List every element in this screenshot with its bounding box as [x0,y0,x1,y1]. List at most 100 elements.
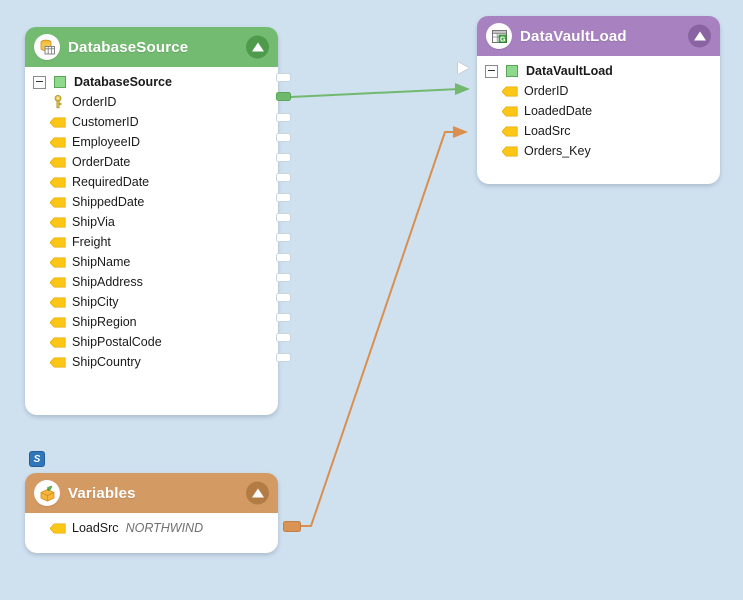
field-row-root[interactable]: DataVaultLoad [477,61,720,81]
node-database-source[interactable]: DatabaseSource DatabaseSource [25,27,278,415]
table-grid-icon: G [486,23,512,49]
field-tag-icon [501,105,518,117]
field-tag-icon [501,125,518,137]
root-node-icon [503,65,520,77]
field-row-loadsrc[interactable]: LoadSrc NORTHWIND [25,518,278,538]
field-row-shipname[interactable]: ShipName [25,252,278,272]
output-port-variables-loadsrc[interactable] [283,521,301,532]
collapse-toggle-icon[interactable] [485,64,498,78]
field-tag-icon [49,336,66,348]
node-body-database-source: DatabaseSource OrderID [25,67,278,372]
collapse-button-data-vault-load[interactable] [688,24,711,48]
output-port-orderid[interactable] [276,92,291,101]
field-row-shipvia[interactable]: ShipVia [25,212,278,232]
key-icon [49,95,66,109]
field-tag-icon [501,85,518,97]
field-row-root[interactable]: DatabaseSource [25,72,278,92]
variables-scope-badge: S [29,451,45,467]
node-data-vault-load[interactable]: G DataVaultLoad DataVaultLoad [477,16,720,184]
root-node-icon [51,76,68,88]
field-tag-icon [501,145,518,157]
output-port-shipaddress[interactable] [276,273,291,282]
field-row-employeeid[interactable]: EmployeeID [25,132,278,152]
field-tag-icon [49,116,66,128]
field-tag-icon [49,236,66,248]
field-label: OrderID [524,83,569,98]
output-port-employeeid[interactable] [276,133,291,142]
triangle-up-icon [693,31,706,41]
field-row-orderid[interactable]: OrderID [477,81,720,101]
field-row-orderid[interactable]: OrderID [25,92,278,112]
field-label: LoadSrc [524,123,571,138]
output-port-shipcountry[interactable] [276,353,291,362]
field-tag-icon [49,216,66,228]
field-label: Orders_Key [524,143,591,158]
output-port-shipcity[interactable] [276,293,291,302]
node-title-database-source: DatabaseSource [68,38,189,56]
field-label: EmployeeID [72,134,141,149]
field-row-shippostalcode[interactable]: ShipPostalCode [25,332,278,352]
output-port-root[interactable] [276,73,291,82]
connection-loadsrc-link [300,126,468,527]
node-title-data-vault-load: DataVaultLoad [520,27,627,45]
field-row-orders-key[interactable]: Orders_Key [477,141,720,161]
field-row-customerid[interactable]: CustomerID [25,112,278,132]
triangle-up-icon [251,488,264,498]
collapse-button-database-source[interactable] [246,35,269,59]
field-label: ShippedDate [72,194,145,209]
field-row-orderdate[interactable]: OrderDate [25,152,278,172]
field-row-shipaddress[interactable]: ShipAddress [25,272,278,292]
output-port-shipvia[interactable] [276,213,291,222]
output-port-freight[interactable] [276,233,291,242]
field-row-shipcountry[interactable]: ShipCountry [25,352,278,372]
input-arrow-root[interactable] [458,62,469,74]
field-label: DataVaultLoad [526,63,613,78]
field-label: Freight [72,234,111,249]
field-row-shipcity[interactable]: ShipCity [25,292,278,312]
output-port-requireddate[interactable] [276,173,291,182]
field-tag-icon [49,522,66,534]
output-port-shipname[interactable] [276,253,291,262]
field-tag-icon [49,356,66,368]
output-port-customerid[interactable] [276,113,291,122]
field-row-requireddate[interactable]: RequiredDate [25,172,278,192]
field-label: CustomerID [72,114,139,129]
field-label: LoadSrc [72,520,119,535]
field-tag-icon [49,136,66,148]
field-label: LoadedDate [524,103,593,118]
node-header-database-source[interactable]: DatabaseSource [25,27,278,67]
output-port-shippostalcode[interactable] [276,333,291,342]
field-label: ShipVia [72,214,115,229]
node-title-variables: Variables [68,484,136,502]
collapse-toggle-icon[interactable] [33,75,46,89]
field-row-freight[interactable]: Freight [25,232,278,252]
node-body-data-vault-load: DataVaultLoad OrderID LoadedDa [477,56,720,161]
output-port-orderdate[interactable] [276,153,291,162]
field-tag-icon [49,196,66,208]
field-label: ShipCity [72,294,119,309]
field-tag-icon [49,176,66,188]
field-tag-icon [49,156,66,168]
connection-orderid-link [290,83,470,98]
field-row-loadsrc[interactable]: LoadSrc [477,121,720,141]
field-tag-icon [49,256,66,268]
field-value: NORTHWIND [125,521,204,535]
field-row-shipregion[interactable]: ShipRegion [25,312,278,332]
output-port-shipregion[interactable] [276,313,291,322]
svg-text:G: G [500,36,506,43]
field-label: ShipRegion [72,314,137,329]
variable-box-sprout-icon [34,480,60,506]
node-header-data-vault-load[interactable]: G DataVaultLoad [477,16,720,56]
collapse-button-variables[interactable] [246,481,269,505]
field-row-loadeddate[interactable]: LoadedDate [477,101,720,121]
node-variables[interactable]: Variables LoadSrc NORTHWIND [25,473,278,553]
field-row-shippeddate[interactable]: ShippedDate [25,192,278,212]
output-port-shippeddate[interactable] [276,193,291,202]
field-label: DatabaseSource [74,74,172,89]
field-label: ShipPostalCode [72,334,162,349]
field-label: ShipAddress [72,274,143,289]
field-tag-icon [49,276,66,288]
node-header-variables[interactable]: Variables [25,473,278,513]
field-tag-icon [49,296,66,308]
